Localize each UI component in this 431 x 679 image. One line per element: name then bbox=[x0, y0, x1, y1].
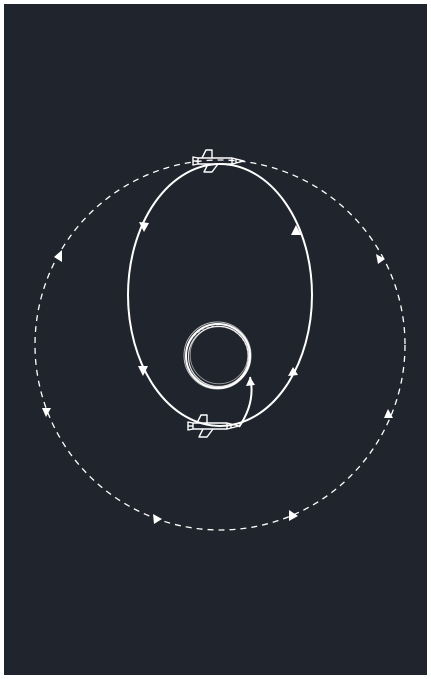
launch-arc-arrow-icon bbox=[246, 377, 255, 386]
arrow-down-right-icon bbox=[376, 254, 385, 264]
diagram-frame bbox=[4, 4, 427, 675]
arrow-down-left-icon bbox=[54, 250, 62, 262]
orbit-diagram bbox=[4, 4, 427, 675]
arrow-right-icon bbox=[153, 514, 162, 524]
planet-body-icon bbox=[184, 322, 251, 389]
arrow-right-icon bbox=[289, 510, 298, 521]
transfer-orbit-arrows bbox=[138, 222, 301, 376]
target-orbit bbox=[35, 160, 405, 530]
